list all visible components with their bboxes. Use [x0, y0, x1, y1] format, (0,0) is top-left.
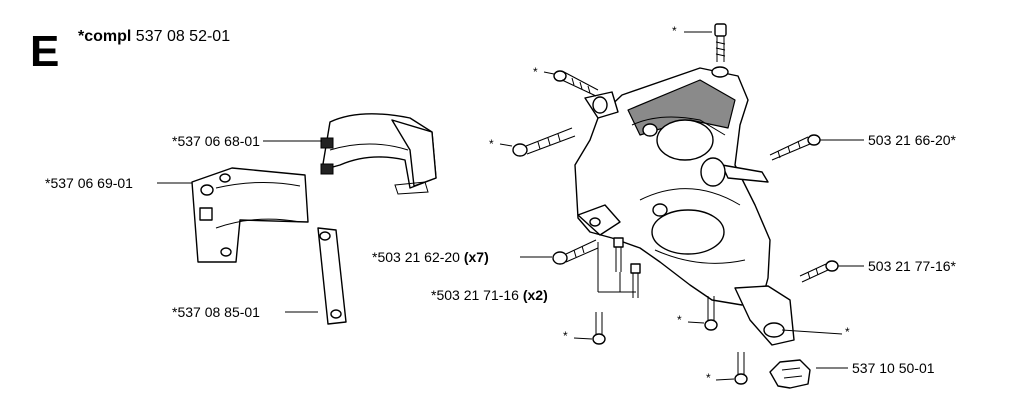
part-label-503-21-62-20: *503 21 62-20 (x7) — [372, 249, 489, 265]
quantity-text: (x2) — [522, 287, 548, 303]
part-label-503-21-66-20: 503 21 66-20* — [868, 132, 956, 148]
complete-assembly-label: *compl 537 08 52-01 — [78, 28, 230, 46]
main-housing-part — [574, 66, 795, 346]
section-letter: E — [30, 27, 60, 76]
screws — [512, 23, 839, 385]
star-marker: * — [706, 371, 711, 385]
star-marker: * — [489, 137, 494, 151]
part-number-text: *503 21 71-16 — [431, 287, 519, 303]
star-marker: * — [563, 329, 568, 343]
part-label-503-21-71-16: *503 21 71-16 (x2) — [431, 287, 548, 303]
part-label-537-06-68-01: *537 06 68-01 — [172, 133, 260, 149]
star-marker: * — [672, 24, 677, 38]
clip-part — [769, 359, 811, 389]
clamp-upper-part — [320, 113, 437, 195]
star-marker: * — [677, 313, 682, 327]
part-label-537-08-85-01: *537 08 85-01 — [172, 304, 260, 320]
part-label-503-21-77-16: 503 21 77-16* — [868, 258, 956, 274]
gasket-part — [317, 227, 347, 325]
star-marker: * — [533, 65, 538, 79]
part-label-537-10-50-01: 537 10 50-01 — [852, 360, 935, 376]
compl-prefix: *compl — [78, 28, 132, 45]
clamp-bracket-part — [191, 167, 309, 263]
leader-lines — [157, 31, 864, 381]
quantity-text: (x7) — [463, 249, 489, 265]
compl-part-number: 537 08 52-01 — [135, 28, 231, 45]
part-label-537-06-69-01: *537 06 69-01 — [45, 175, 133, 191]
part-number-text: *503 21 62-20 — [372, 249, 460, 265]
star-marker: * — [845, 325, 850, 339]
